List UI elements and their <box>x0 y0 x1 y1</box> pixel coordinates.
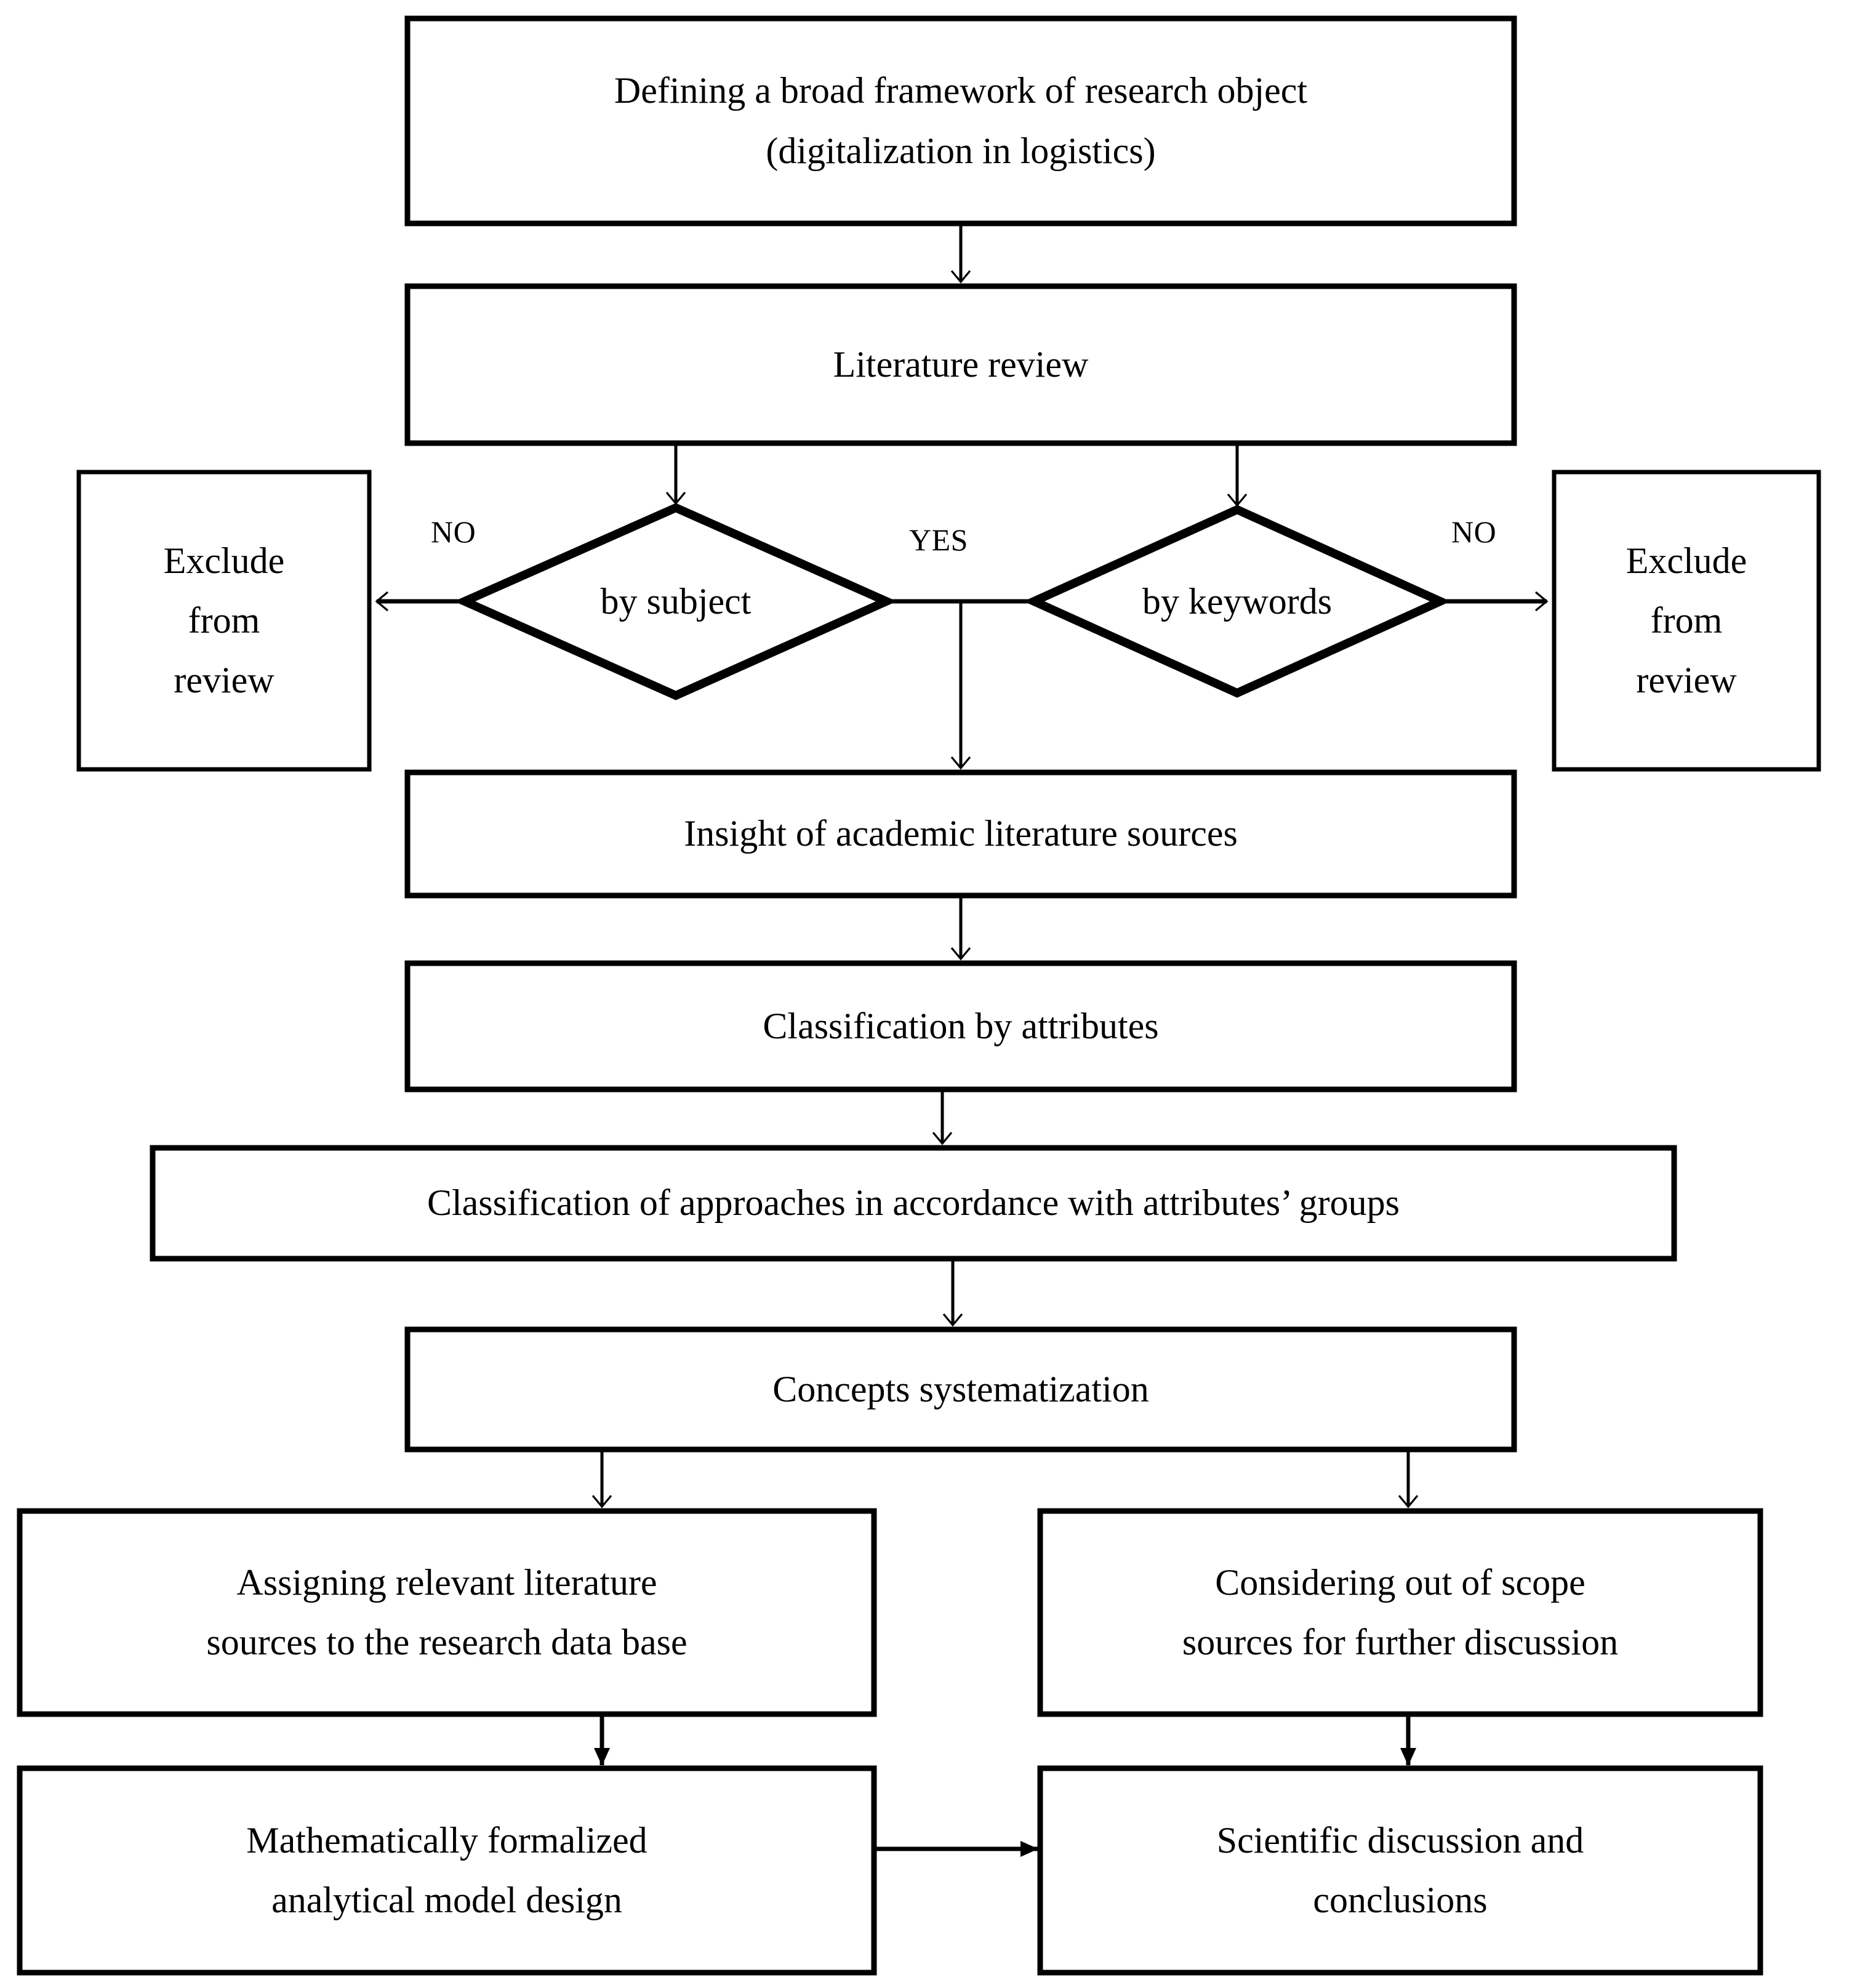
node-shape-define-scope <box>404 15 1517 226</box>
edge-label-yes-center: YES <box>909 523 968 557</box>
node-shape-decision-keywords <box>1023 505 1451 698</box>
node-shape-exclude-left <box>76 470 372 772</box>
node-shape-model-design <box>17 1765 877 1976</box>
edge-label-no-right: NO <box>1451 515 1497 549</box>
node-shape-classification-approaches <box>150 1145 1677 1262</box>
node-shape-discussion-conclusions <box>1037 1765 1763 1976</box>
node-shape-assigning-sources <box>17 1508 877 1717</box>
node-shape-classification-attributes <box>404 960 1517 1092</box>
node-shape-considering-out-of-scope <box>1037 1508 1763 1717</box>
node-shape-insight-sources <box>404 769 1517 899</box>
node-shape-exclude-right <box>1552 470 1821 772</box>
node-shape-concepts-systematization <box>404 1326 1517 1453</box>
edge-label-no-left: NO <box>431 515 476 549</box>
node-shape-decision-subject <box>454 503 897 700</box>
node-shape-literature-review <box>404 283 1517 446</box>
